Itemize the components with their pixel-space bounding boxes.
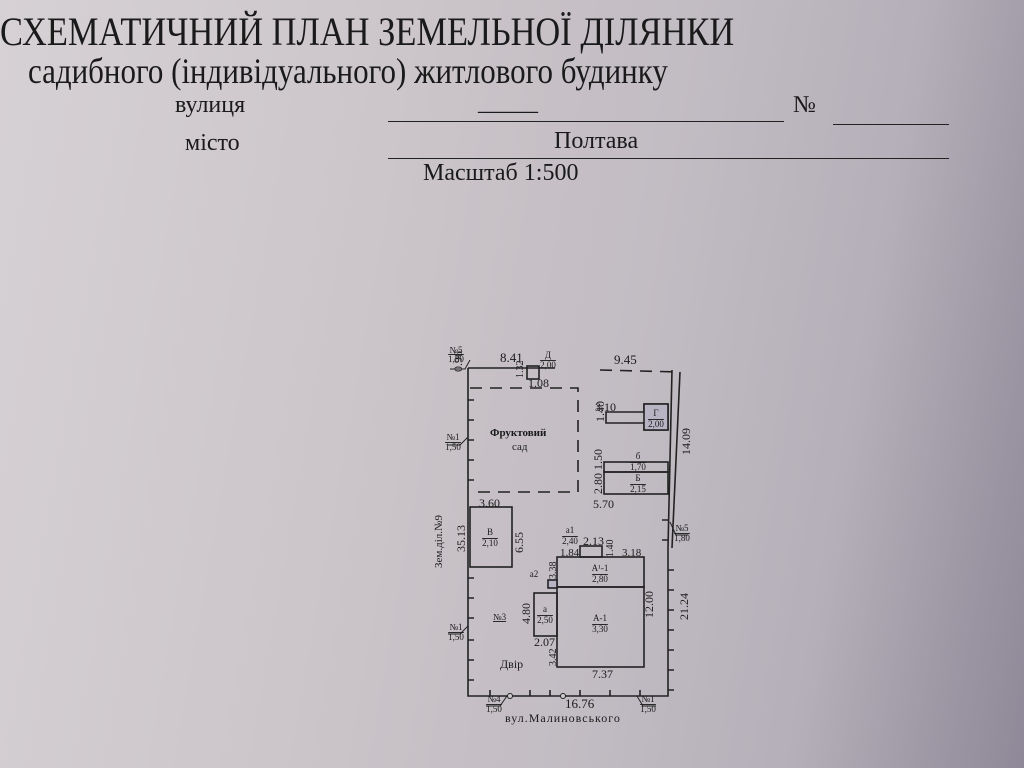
dim-a-side: 3.38 [548,562,559,580]
dim-v-width: 3.60 [479,496,500,510]
fence-left-upper-id: №1 [446,432,459,442]
street-label: вулиця [175,92,246,118]
dim-right-upper: 14.09 [679,428,693,455]
dim-top-right: 9.45 [614,352,637,367]
building-a-id: а [543,604,547,614]
fence-bottom-left-id: №4 [487,694,501,704]
building-a-height: 2,50 [537,615,553,625]
dim-g-len: 3.10 [595,400,616,414]
building-a1-1-height: 2,80 [592,574,608,584]
building-b-id: Б [635,473,640,483]
dim-a-right: 3.18 [622,547,642,559]
fence-left-lower-id: №1 [449,622,462,632]
building-a-main-id: А-1 [593,613,607,623]
fence-bottom-left-height: 1,50 [486,704,502,714]
yard-label: Двір [500,657,523,671]
dim-porch-height: 4.80 [519,603,533,624]
building-a1-id: а1 [566,525,575,535]
number-label: № [793,92,816,118]
city-underline [388,158,949,159]
scale-label: Масштаб 1:500 [423,160,579,186]
building-a1-height: 2,40 [562,536,578,546]
number-underline [833,124,949,125]
dim-b-small: 1.50 [591,449,605,470]
building-a-main-height: 3,30 [592,624,608,634]
building-b-small-height: 1,70 [630,462,646,472]
dim-d-depth: 1.32 [515,361,526,379]
fence-right-id: №5 [675,523,689,533]
fence-left-lower-height: 1,50 [448,632,464,642]
fence-bottom-right-height: 1,50 [640,704,656,714]
dim-top-left: 8.41 [500,350,523,365]
document-subtitle: садибного (індивідуального) житлового бу… [28,51,668,91]
garden-label: Фруктовий [490,427,547,439]
building-b-height: 2,15 [630,484,646,494]
building-d-height: 2,00 [540,360,556,370]
dim-d-width: 1.08 [528,376,549,390]
dim-v-height: 6.55 [512,532,526,553]
street-value: _____ [478,90,538,116]
fence-top-left-id: №5 [449,345,463,355]
street-name: вул.Малиновського [505,711,621,725]
dim-a-bottom: 7.37 [592,667,613,681]
building-v-height: 2,10 [482,538,498,548]
building-a2-id: а2 [530,569,539,579]
building-g-height: 2,00 [648,419,664,429]
city-label: місто [185,130,240,156]
fence-top-left-height: 1,80 [448,354,464,364]
dim-top-corner: 0.96 [451,351,465,372]
building-a1-1-id: А¹-1 [592,563,609,573]
building-b-small-id: б [636,451,641,461]
dim-a-main-height: 12.00 [642,591,656,618]
street-underline [388,121,784,122]
fence-left-upper-height: 1,50 [445,442,461,452]
dim-g-height: 1.40 [593,401,607,422]
dim-a-left: 1.84 [560,547,580,559]
fence-bottom-right-id: №1 [641,694,654,704]
dim-b-height: 2.80 [591,473,605,494]
building-d-id: Д [545,350,551,360]
building-g-id: Г [653,408,658,418]
dim-a1-width: 2.13 [583,534,604,548]
dim-b-width: 5.70 [593,497,614,511]
dim-right-lower: 21.24 [677,593,691,620]
dim-bottom: 16.76 [565,696,595,711]
garden-label-2: сад [512,441,528,453]
dim-porch-width: 2.07 [534,635,555,649]
city-value: Полтава [554,128,639,154]
building-v-id: В [487,527,493,537]
dim-a1-height: 1.40 [605,540,616,558]
dim-a-extra: 3.42 [548,649,559,667]
dim-left-total: 35.13 [454,525,468,552]
neighbor-left: Зем.діл.№9 [433,515,445,568]
fence-right-height: 1,80 [674,533,690,543]
document-title: СХЕМАТИЧНИЙ ПЛАН ЗЕМЕЛЬНОЇ ДІЛЯНКИ [0,9,735,54]
yard-number: №3 [493,612,507,622]
